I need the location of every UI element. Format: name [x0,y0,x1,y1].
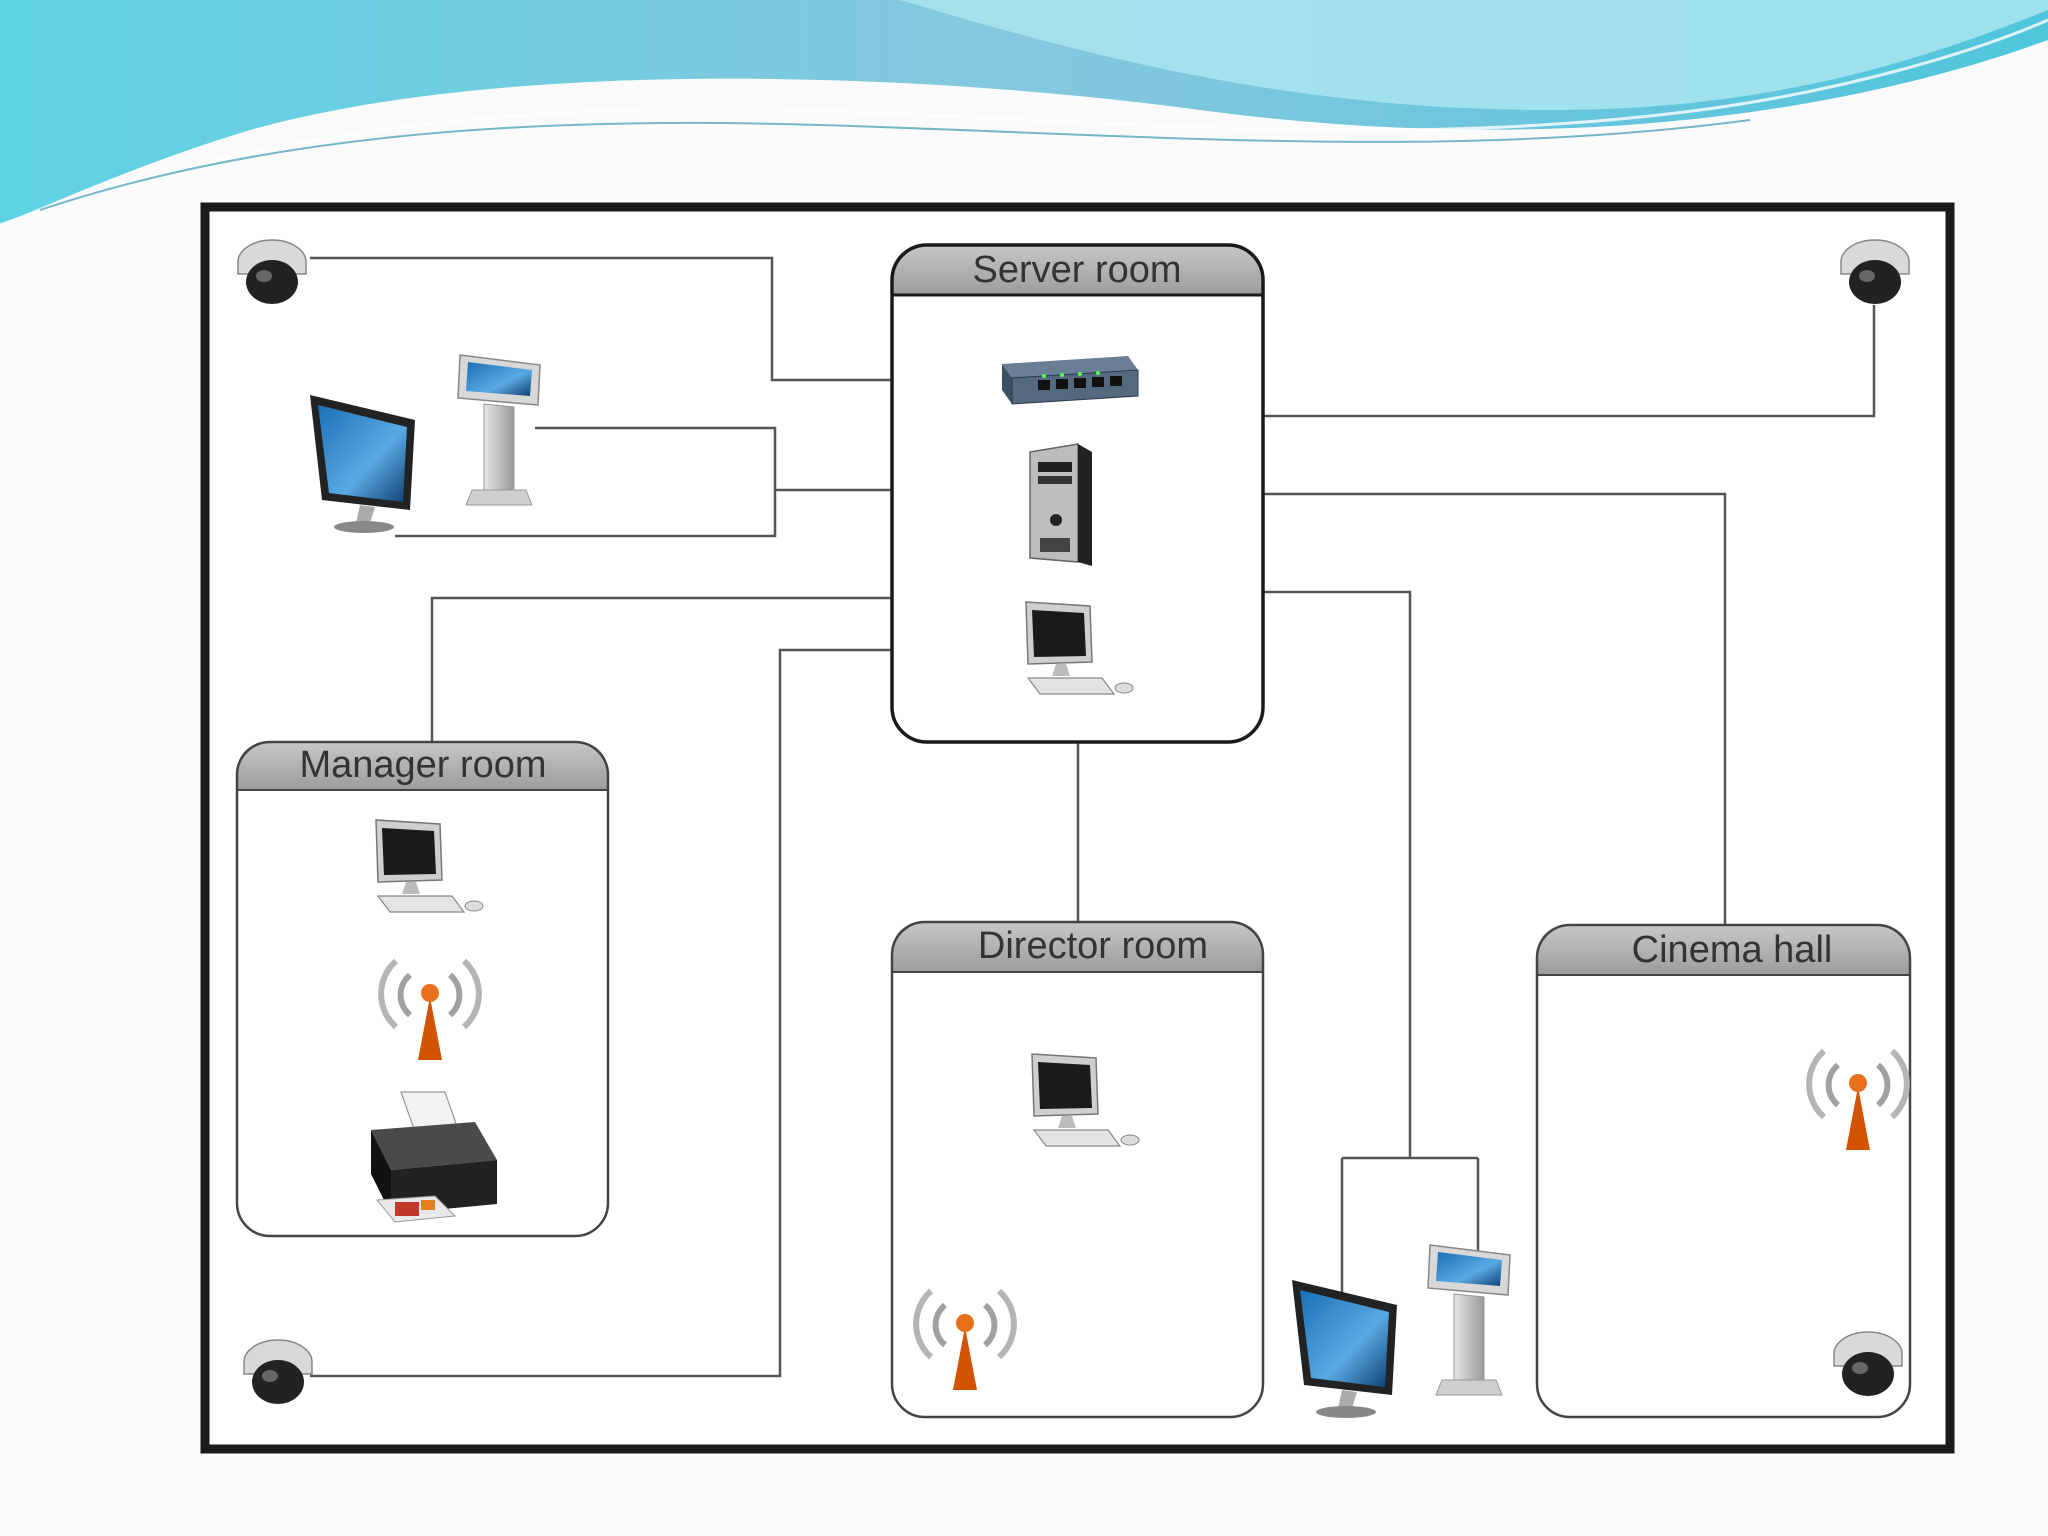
cinema-hall: Cinema hall [1535,923,1912,1419]
manager-room: Manager room [235,740,610,1238]
server-room: Server room [890,243,1265,744]
cinema-hall-title: Cinema hall [1632,929,1833,971]
director-room-title: Director room [978,925,1208,967]
server-room-title: Server room [972,249,1181,291]
manager-room-title: Manager room [299,744,546,786]
server-tower-icon [1029,443,1093,567]
network-cabling [310,256,1876,1378]
director-room: Director room [890,920,1265,1419]
network-switch-icon [1001,355,1139,405]
header-wave-banner [0,0,2048,227]
